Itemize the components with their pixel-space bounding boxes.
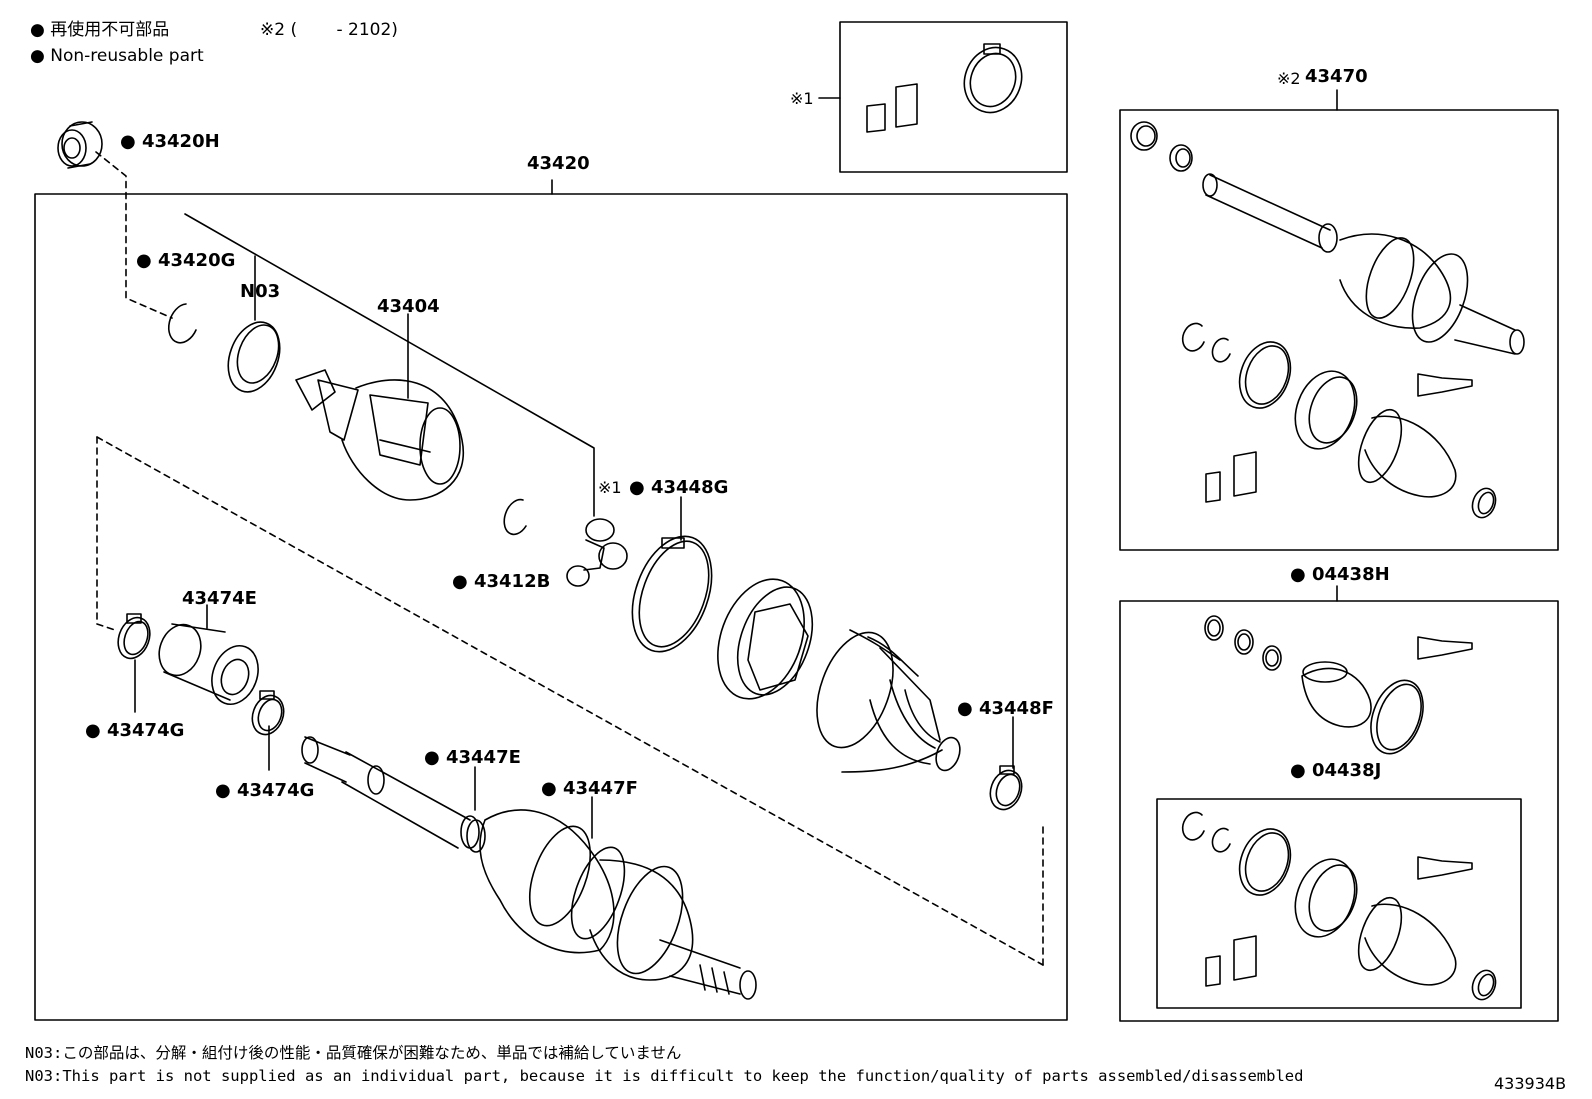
part-43447E[interactable]: ● 43447E (424, 747, 521, 768)
bearing-43420H (57, 121, 103, 169)
clamp-band-43448G (631, 535, 713, 653)
mark-1: ※1 (598, 478, 622, 497)
mark-2: ※2 (1277, 69, 1301, 88)
snap-ring-43420G (167, 303, 197, 344)
note-jp: N03:この部品は、分解・組付け後の性能・品質確保が困難なため、単品では補給して… (25, 1044, 682, 1062)
legend-note2: ※2 ( - 2102) (260, 20, 398, 40)
clamp-43474G-middle (251, 690, 285, 736)
legend-jp: ● 再使用不可部品 (30, 20, 170, 40)
part-43448G[interactable]: ● 43448G (629, 477, 729, 498)
clamp-43448F (989, 765, 1023, 811)
tripod-joint (566, 518, 628, 587)
assembly-43470-illustration (1130, 121, 1525, 519)
part-04438J[interactable]: ● 04438J (1290, 760, 1382, 781)
part-43420H[interactable]: ● 43420H (120, 131, 220, 152)
inner-joint-housing-43404 (295, 369, 465, 501)
part-43474E[interactable]: 43474E (182, 588, 257, 609)
damper-43474E (158, 623, 259, 705)
part-43474G-a[interactable]: ● 43474G (85, 720, 185, 741)
inner-boot-adapter (717, 578, 814, 700)
part-43412B[interactable]: ● 43412B (452, 571, 551, 592)
part-43404[interactable]: 43404 (377, 296, 440, 317)
seal-N03 (227, 321, 281, 393)
main-assembly-frame (34, 193, 1068, 1021)
kit-04438J-illustration (1181, 811, 1497, 1001)
note-en: N03:This part is not supplied as an indi… (25, 1067, 1304, 1085)
bullet-icon: ● (30, 20, 45, 40)
part-04438H[interactable]: ● 04438H (1290, 564, 1390, 585)
kit-mark: ※1 (790, 89, 814, 108)
bullet-icon: ● (30, 46, 45, 66)
part-43470[interactable]: 43470 (1305, 66, 1368, 87)
diagram-code: 433934B (1494, 1074, 1567, 1093)
part-N03[interactable]: N03 (240, 281, 281, 302)
kit-04438H-illustration (1204, 615, 1473, 755)
kit-frame (839, 21, 1068, 173)
part-43420G[interactable]: ● 43420G (136, 250, 236, 271)
outer-shaft-assembly (301, 736, 757, 1000)
inner-boot-bellows (816, 629, 961, 773)
snap-ring-43412B (503, 498, 527, 536)
kit-grease-packets (866, 83, 918, 133)
kit-clamp-illustration (963, 43, 1023, 114)
part-43474G-b[interactable]: ● 43474G (215, 780, 315, 801)
kit-04438J-frame (1156, 798, 1522, 1009)
kit-04438H-frame (1119, 600, 1559, 1022)
assembly-43470-frame (1119, 109, 1559, 551)
part-43448F[interactable]: ● 43448F (957, 698, 1054, 719)
clamp-43474G-left (117, 613, 151, 660)
part-43447F[interactable]: ● 43447F (541, 778, 638, 799)
legend-en: ● Non-reusable part (30, 46, 204, 66)
part-43420[interactable]: 43420 (527, 153, 590, 174)
